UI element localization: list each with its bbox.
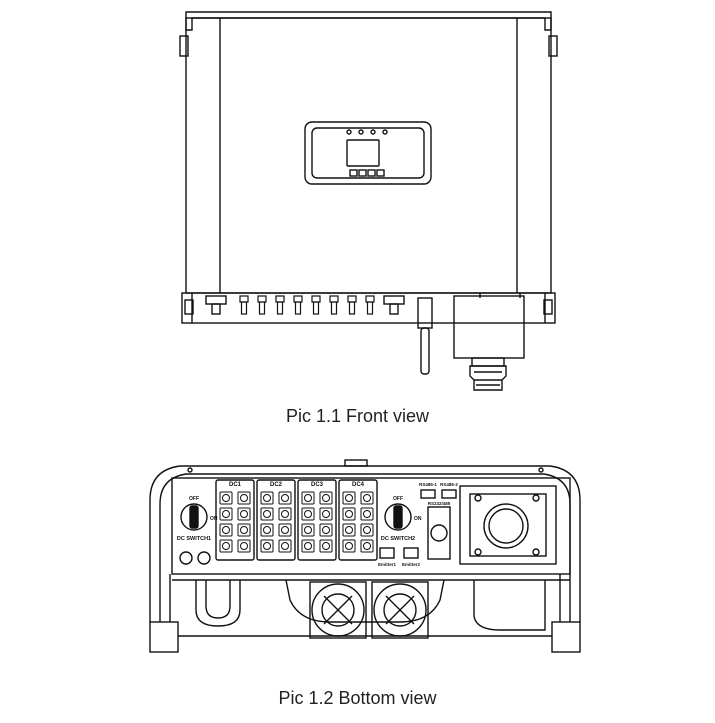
- ac-gland: [469, 365, 507, 391]
- dc-connector: [319, 507, 333, 521]
- dc-connector: [342, 507, 356, 521]
- display-panel-outer: [304, 121, 432, 185]
- dc-connector: [260, 523, 274, 537]
- dc-connector: [237, 539, 251, 553]
- left-bracket: [179, 35, 189, 57]
- dc-connector: [237, 491, 251, 505]
- front-dc-connector: [347, 295, 357, 315]
- dc-connector: [319, 523, 333, 537]
- front-dc-connector: [365, 295, 375, 315]
- dc-connector: [301, 523, 315, 537]
- switch1-name: DC SWITCH1: [177, 536, 211, 542]
- right-bracket: [548, 35, 558, 57]
- ac-gland-bottom: [483, 503, 529, 549]
- lcd-screen: [346, 139, 380, 167]
- dc-connector: [260, 539, 274, 553]
- bottom-view-svg: DC1 DC2 DC3 DC4 OFF ON DC SWITCH1 OFF ON…: [149, 459, 581, 653]
- ac-box: [453, 295, 525, 359]
- connector-panel: [171, 477, 571, 575]
- bottom-view-caption: Pic 1.2 Bottom view: [278, 688, 437, 708]
- dc-connector: [260, 507, 274, 521]
- dc-connector: [237, 523, 251, 537]
- dc-connector: [219, 539, 233, 553]
- switch2-name: DC SWITCH2: [381, 536, 415, 542]
- dc-connector: [360, 539, 374, 553]
- fan-right: [371, 581, 429, 639]
- switch1-off-label: OFF: [189, 496, 199, 502]
- dc-switch-2: [384, 503, 412, 531]
- front-dc-connector: [293, 295, 303, 315]
- rs485-1-label: RS485-1: [419, 482, 437, 487]
- wifi-antenna: [420, 327, 430, 375]
- bottom-view-drawing: DC1 DC2 DC3 DC4 OFF ON DC SWITCH1 OFF ON…: [0, 440, 715, 690]
- rs485-2-label: RS485-2: [440, 482, 458, 487]
- dc-connector: [278, 523, 292, 537]
- dc-connector: [219, 507, 233, 521]
- dc-connector: [301, 507, 315, 521]
- dc-connector: [319, 539, 333, 553]
- top-lip: [185, 11, 552, 31]
- dc-connector: [219, 523, 233, 537]
- dc-connector: [342, 491, 356, 505]
- emitter2-label: Emitter2: [402, 562, 421, 567]
- dc-connectors-front: [239, 295, 375, 315]
- dc-connector: [301, 539, 315, 553]
- inverter-body: [185, 17, 552, 294]
- dc-connector: [319, 491, 333, 505]
- switch2-off-label: OFF: [393, 496, 403, 502]
- dc-connector: [278, 539, 292, 553]
- base: [181, 292, 556, 324]
- dc-connector: [342, 539, 356, 553]
- front-view-caption: Pic 1.1 Front view: [285, 406, 430, 426]
- dc-connector: [360, 491, 374, 505]
- dc-connector: [260, 491, 274, 505]
- dc-connector: [360, 507, 374, 521]
- front-dc-connector: [275, 295, 285, 315]
- emitter1-label: Emitter1: [378, 562, 397, 567]
- heatsink-right: [473, 580, 546, 631]
- front-dc-connector: [311, 295, 321, 315]
- front-dc-connector: [239, 295, 249, 315]
- dc4-label: DC4: [352, 482, 365, 488]
- fan-left: [309, 581, 367, 639]
- dc-connector: [278, 507, 292, 521]
- front-view-drawing: [179, 11, 558, 391]
- switch1-on-label: ON: [210, 516, 218, 522]
- front-dc-connector: [329, 295, 339, 315]
- front-dc-connector: [257, 295, 267, 315]
- front-view-svg: [179, 11, 558, 391]
- dc3-label: DC3: [311, 482, 324, 488]
- dc-connector: [301, 491, 315, 505]
- dc-switch-1: [180, 503, 208, 531]
- heatsink-left: [195, 580, 241, 627]
- ac-output-panel: [459, 485, 557, 565]
- housing-outline: [149, 465, 581, 622]
- dc-connector: [237, 507, 251, 521]
- dc-connector: [219, 491, 233, 505]
- rs232-port: [427, 506, 451, 560]
- dc-connector: [278, 491, 292, 505]
- dc-connector: [342, 523, 356, 537]
- dc1-label: DC1: [229, 482, 242, 488]
- switch2-on-label: ON: [414, 516, 422, 522]
- dc-connector: [360, 523, 374, 537]
- dc-connector-grid: [219, 491, 374, 553]
- rs232-label: RS232/485: [428, 501, 451, 506]
- dc2-label: DC2: [270, 482, 283, 488]
